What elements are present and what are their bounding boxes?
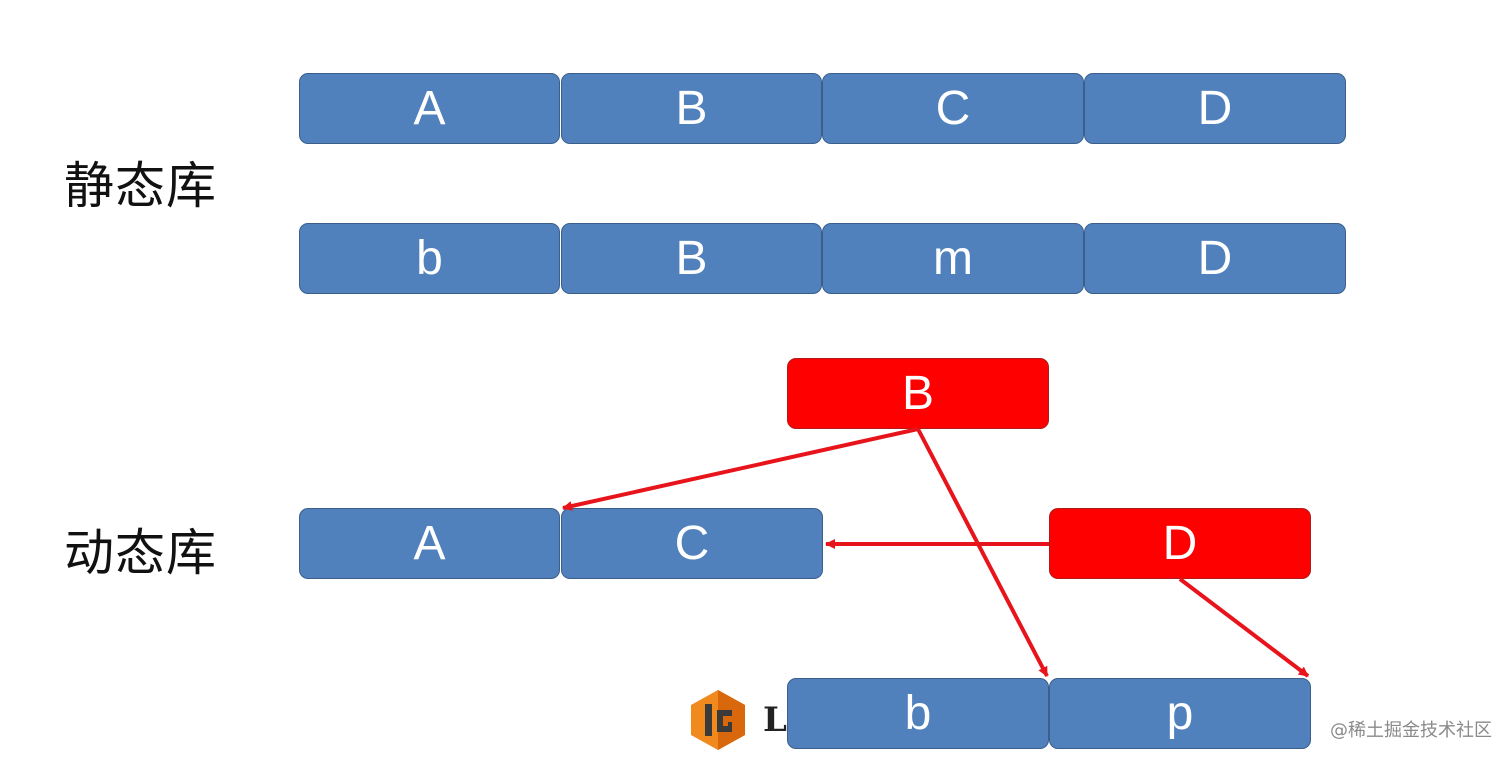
static-row1-box-4: D <box>1084 73 1346 144</box>
static-library-label: 静态库 <box>64 157 217 215</box>
dynamic-top-red-box: B <box>787 358 1049 429</box>
dynamic-library-label: 动态库 <box>64 524 217 582</box>
dynamic-bottom-box-2: p <box>1049 678 1311 749</box>
static-row1-box-2: B <box>561 73 822 144</box>
static-row1-box-1: A <box>299 73 560 144</box>
static-row2-box-4: D <box>1084 223 1346 294</box>
arrow-b-to-a <box>562 427 919 511</box>
dynamic-bottom-box-1: b <box>787 678 1049 749</box>
arrow-b-to-p <box>916 428 1049 677</box>
static-row1-box-3: C <box>822 73 1084 144</box>
logo-letter: L <box>763 700 787 740</box>
dynamic-right-red-box: D <box>1049 508 1311 579</box>
dynamic-main-box-2: C <box>561 508 823 579</box>
dynamic-main-box-1: A <box>299 508 560 579</box>
lg-logo-icon <box>691 690 745 750</box>
watermark: @稀土掘金技术社区 <box>1330 720 1492 741</box>
static-row2-box-1: b <box>299 223 560 294</box>
static-row2-box-2: B <box>561 223 822 294</box>
arrow-d-to-p <box>1178 577 1310 678</box>
static-row2-box-3: m <box>822 223 1084 294</box>
